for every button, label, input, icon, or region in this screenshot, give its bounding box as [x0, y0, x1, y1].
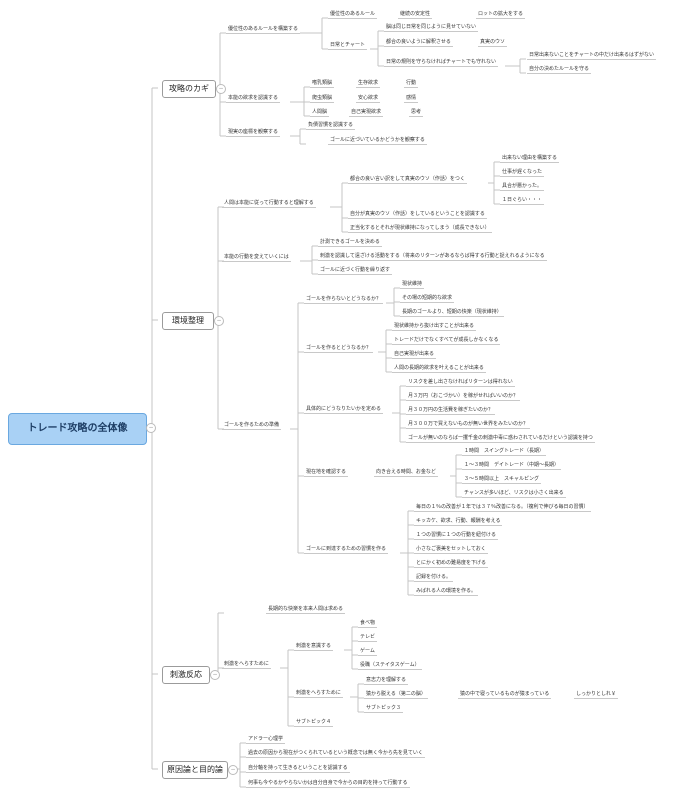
node[interactable]: 自分の決めたルールを守る [527, 66, 592, 74]
node[interactable]: 都合の良い言い訳をして真実のウソ（作話）をつく [348, 176, 467, 184]
node[interactable]: 食べ物 [358, 620, 378, 628]
node[interactable]: 猿から脱える（第二の脳） [364, 691, 428, 699]
collapse-toggle-icon[interactable]: − [214, 316, 224, 326]
root-topic[interactable]: トレード攻略の全体像 [8, 413, 147, 445]
node[interactable]: 何事も今やるかやらないかは自分自身で今からの目的を持って行動する [246, 780, 410, 788]
collapse-toggle-icon[interactable]: − [216, 84, 226, 94]
node[interactable]: ゴールを作らないとどうなるか？ [304, 296, 384, 304]
topic-shigeki[interactable]: 刺激反応 [162, 666, 210, 684]
node[interactable]: 嗜乳類脳 [310, 80, 335, 88]
node[interactable]: ゴールを作るための準備 [222, 422, 282, 430]
node[interactable]: 日常とチャート [328, 42, 367, 50]
node[interactable]: １日ぐらい・・・ [500, 197, 545, 205]
node[interactable]: 現在地を確認する [304, 469, 349, 477]
node[interactable]: チャンスが多いほど、リスクは小さく出来る [462, 490, 566, 498]
node[interactable]: ゴールが無いのならば一攫千金の刺激中毒に惑わされているだけという認識を持つ [406, 435, 595, 443]
node[interactable]: 月３万円（おこづかい）を稼がせればいいのか？ [406, 393, 521, 401]
node[interactable]: 思考 [409, 109, 424, 117]
node[interactable]: 脳は同じ日常を同じように見せていない [384, 24, 479, 32]
node[interactable]: ロットの拡大をする [476, 11, 526, 19]
node[interactable]: 刺激を意識する [294, 643, 334, 651]
node[interactable]: 優位性のあるルール [328, 11, 378, 19]
node[interactable]: しっかりとしれ￥ [574, 691, 619, 699]
node[interactable]: 計測できるゴールを決める [318, 239, 382, 247]
node[interactable]: 生存欲求 [356, 80, 381, 88]
topic-kagi[interactable]: 攻略のカギ [162, 80, 216, 98]
node[interactable]: サブトピック３ [364, 705, 404, 713]
node[interactable]: 小さなご褒美をセットしておく [414, 546, 488, 554]
node[interactable]: ゲーム [358, 648, 377, 656]
node[interactable]: 出来ない理由を構築する [500, 155, 560, 163]
node[interactable]: 具合が悪かった。 [500, 183, 545, 191]
node[interactable]: ゴールに近づいているかどうかを観察する [328, 137, 427, 145]
node[interactable]: 人間脳 [310, 109, 330, 117]
node[interactable]: 都合の良いように解釈させる [384, 39, 453, 47]
node[interactable]: 刺激をへらすために [294, 690, 343, 698]
node[interactable]: サブトピック４ [294, 719, 334, 727]
node[interactable]: 月３０万円の生活費を稼ぎたいのか？ [406, 407, 496, 415]
node[interactable]: 現状維持から抜け出すことが出来る [392, 323, 477, 331]
node[interactable]: 長期のゴールより、短期の快楽（現状維持） [400, 309, 504, 317]
node[interactable]: 役職（ステイタスゲーム） [358, 662, 422, 670]
node[interactable]: その場の短期的な欲求 [400, 295, 455, 303]
node[interactable]: 刺激を認識して遠ざける活動をする（将来のリターンがあるならば得する行動と捉えれる… [318, 253, 547, 261]
node[interactable]: ゴールに近づく行動を繰り返す [318, 267, 393, 275]
node[interactable]: 猿の中で寝っているものが猿まっている [458, 691, 552, 699]
node[interactable]: 自分が真実のウソ（作話）をしているということを認識する [348, 211, 487, 219]
node[interactable]: ゴールを作るとどうなるか？ [304, 345, 374, 353]
topic-genin[interactable]: 原因論と目的論 [162, 761, 228, 779]
node[interactable]: 意志力を理解する [364, 677, 409, 685]
node[interactable]: 具体的にどうなりたいかを定める [304, 406, 384, 414]
node[interactable]: 日常出来ないことをチャートの中だけ出来るはずがない [527, 52, 656, 60]
node[interactable]: 日常の規則を守らなければチャートでも守れない [384, 59, 498, 67]
node[interactable]: 安心欲求 [356, 95, 381, 103]
node[interactable]: ３～５時間以上 スキャルピング [462, 476, 542, 484]
node[interactable]: 優位性のあるルールを構築する [226, 26, 301, 34]
node[interactable]: 自己実現が出来る [392, 351, 437, 359]
node[interactable]: 本能の行動を変えていくには [222, 254, 291, 262]
node[interactable]: みばれる人の環境を作る。 [414, 588, 479, 596]
node[interactable]: ゴールに到達するための習慣を作る [304, 546, 389, 554]
node[interactable]: 記録を付ける。 [414, 574, 454, 582]
node[interactable]: １時間 スイングトレード（長期） [462, 448, 547, 456]
node[interactable]: 正当化するとそれが現状維持になってしまう（成長できない） [348, 225, 492, 233]
node[interactable]: １つの習慣に１つの行動を紐付ける [414, 532, 499, 540]
node[interactable]: 人間の長期的欲求を叶えることが出来る [392, 365, 486, 373]
node[interactable]: キッカケ、欲求、行動、報酬を考える [414, 518, 503, 526]
node[interactable]: 自分軸を持って生きるということを認識する [246, 765, 350, 773]
node[interactable]: １～３時間 デイトレード（中期～長期） [462, 462, 562, 470]
collapse-toggle-icon[interactable]: − [146, 423, 156, 433]
node[interactable]: 現実の座標を観察する [226, 129, 281, 137]
node[interactable]: 長期的な快楽を本来人間は求める [266, 606, 346, 614]
node[interactable]: 人間は本能に従って行動すると理解する [222, 200, 316, 208]
node[interactable]: 向き合える時間、お金など [374, 469, 438, 477]
node[interactable]: 毎日の１％の改善が１年では３７％改善になる。（複利で伸びる毎日の習慣） [414, 504, 591, 512]
node[interactable]: 過去の原因から現在がつくられているという概念では無く今から先を見ていく [246, 750, 425, 758]
node[interactable]: 現状維持 [400, 281, 425, 289]
node[interactable]: 刺激をへらすために [222, 661, 271, 669]
node[interactable]: 行動 [404, 80, 419, 88]
node[interactable]: 継続の安定性 [398, 11, 433, 19]
node[interactable]: リスクを差し出さなければリターンは得れない [406, 379, 515, 387]
node[interactable]: 自己実現欲求 [349, 109, 384, 117]
node[interactable]: 負債習慣を認識する [306, 122, 356, 130]
node[interactable]: 感情 [404, 95, 419, 103]
node[interactable]: 月３００万で買えないものが無い世界をみたいのか？ [406, 421, 531, 429]
node[interactable]: トレードだけでなくすべてが成長しかなくなる [392, 337, 501, 345]
collapse-toggle-icon[interactable]: − [228, 765, 238, 775]
node[interactable]: アドラー心理学 [246, 736, 286, 744]
node[interactable]: 本能の欲求を認識する [226, 95, 281, 103]
node[interactable]: テレビ [358, 634, 378, 642]
node[interactable]: 爬虫類脳 [310, 95, 335, 103]
node[interactable]: 真実のウソ [478, 39, 508, 47]
collapse-toggle-icon[interactable]: − [210, 670, 220, 680]
topic-kankyo[interactable]: 環境整理 [162, 312, 214, 330]
node[interactable]: 仕事が遅くなった [500, 169, 545, 177]
node[interactable]: とにかく初めの難易度を下げる [414, 560, 489, 568]
